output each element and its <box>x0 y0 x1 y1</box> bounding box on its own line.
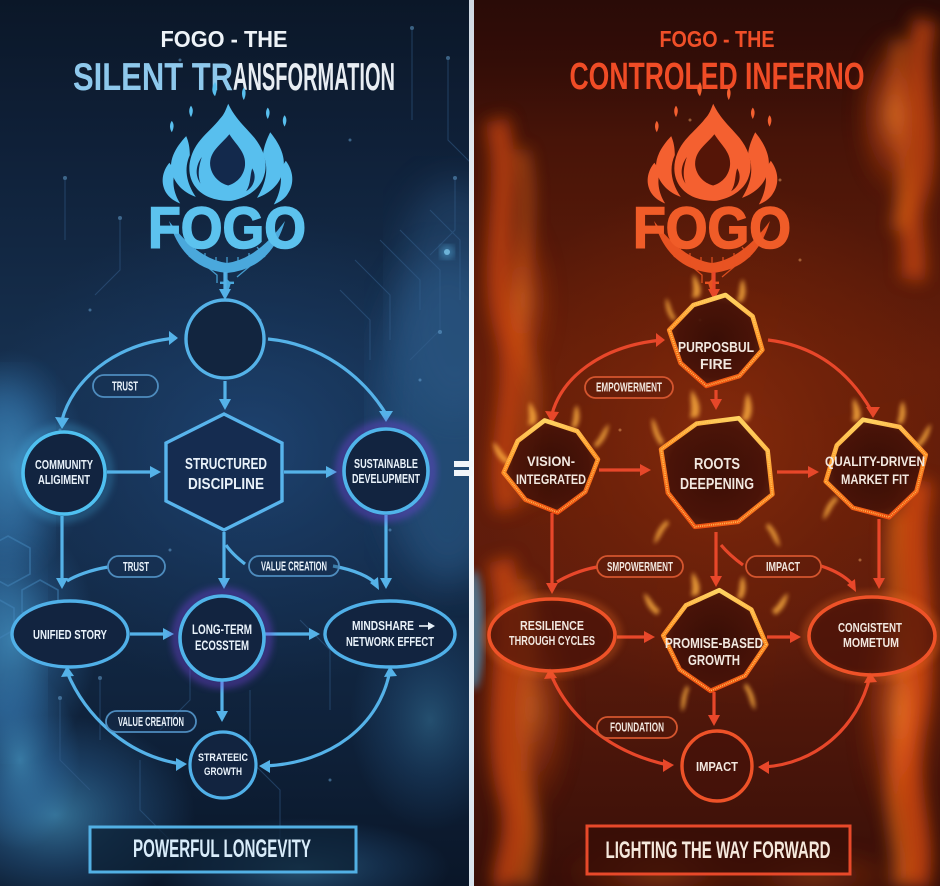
svg-text:MOMETUM: MOMETUM <box>843 635 899 650</box>
svg-text:LIGHTING THE WAY FORWARD: LIGHTING THE WAY FORWARD <box>606 837 831 864</box>
svg-text:GROWTH: GROWTH <box>688 652 740 669</box>
svg-text:FOGO: FOGO <box>633 196 791 261</box>
svg-text:ROOTS: ROOTS <box>694 456 740 473</box>
svg-text:STRATEEIC: STRATEEIC <box>198 752 248 764</box>
svg-text:DISCIPLINE: DISCIPLINE <box>188 476 264 493</box>
svg-text:PROMISE-BASED: PROMISE-BASED <box>665 635 763 652</box>
svg-text:VALUE CREATION: VALUE CREATION <box>118 714 184 729</box>
svg-text:TRUST: TRUST <box>123 559 149 574</box>
svg-text:INTEGRATED: INTEGRATED <box>516 472 586 487</box>
svg-text:ECOSSTEM: ECOSSTEM <box>195 638 249 653</box>
svg-text:THROUGH CYCLES: THROUGH CYCLES <box>509 634 595 648</box>
svg-text:POWERFUL LONGEVITY: POWERFUL LONGEVITY <box>133 835 311 863</box>
svg-text:SMPOWERMENT: SMPOWERMENT <box>607 559 673 574</box>
svg-text:NETWORK EFFECT: NETWORK EFFECT <box>346 635 434 649</box>
svg-text:VALUE CREATION: VALUE CREATION <box>261 559 327 574</box>
svg-text:MARKET FIT: MARKET FIT <box>841 472 910 487</box>
svg-text:ALIGIMENT: ALIGIMENT <box>38 473 90 487</box>
svg-text:DEEPENING: DEEPENING <box>680 476 754 493</box>
svg-text:QUALITY-DRIVEN: QUALITY-DRIVEN <box>825 454 925 469</box>
svg-text:FOUNDATION: FOUNDATION <box>610 720 664 735</box>
svg-text:COMMUNITY: COMMUNITY <box>35 458 93 472</box>
svg-text:ANSFORMATION: ANSFORMATION <box>233 56 395 99</box>
svg-text:EMPOWERMENT: EMPOWERMENT <box>596 380 662 395</box>
svg-text:VISION-: VISION- <box>527 454 575 469</box>
svg-text:SUSTAINABLE: SUSTAINABLE <box>354 457 418 471</box>
svg-text:STRUCTURED: STRUCTURED <box>185 456 267 473</box>
svg-text:FOGO - THE: FOGO - THE <box>161 26 288 52</box>
svg-text:LONG-TERM: LONG-TERM <box>192 622 252 637</box>
svg-text:IMPACT: IMPACT <box>766 559 800 574</box>
svg-text:SILENT TR: SILENT TR <box>73 56 233 99</box>
svg-text:RESILIENCE: RESILIENCE <box>520 619 584 633</box>
svg-text:FOGO: FOGO <box>148 196 306 261</box>
svg-text:IMPACT: IMPACT <box>696 760 738 774</box>
svg-text:PURPOSBUL: PURPOSBUL <box>678 339 754 356</box>
svg-text:TRUST: TRUST <box>112 379 138 394</box>
svg-text:GROWTH: GROWTH <box>204 766 242 778</box>
svg-text:UNIFIED STORY: UNIFIED STORY <box>33 627 107 642</box>
svg-text:CONGISTENT: CONGISTENT <box>838 620 902 635</box>
svg-text:MINDSHARE: MINDSHARE <box>352 619 414 633</box>
svg-text:FOGO - THE: FOGO - THE <box>660 26 775 52</box>
svg-text:CONTROLED INFERNO: CONTROLED INFERNO <box>570 56 865 98</box>
svg-text:FIRE: FIRE <box>700 356 732 373</box>
svg-text:DEVELUPMENT: DEVELUPMENT <box>352 472 420 486</box>
